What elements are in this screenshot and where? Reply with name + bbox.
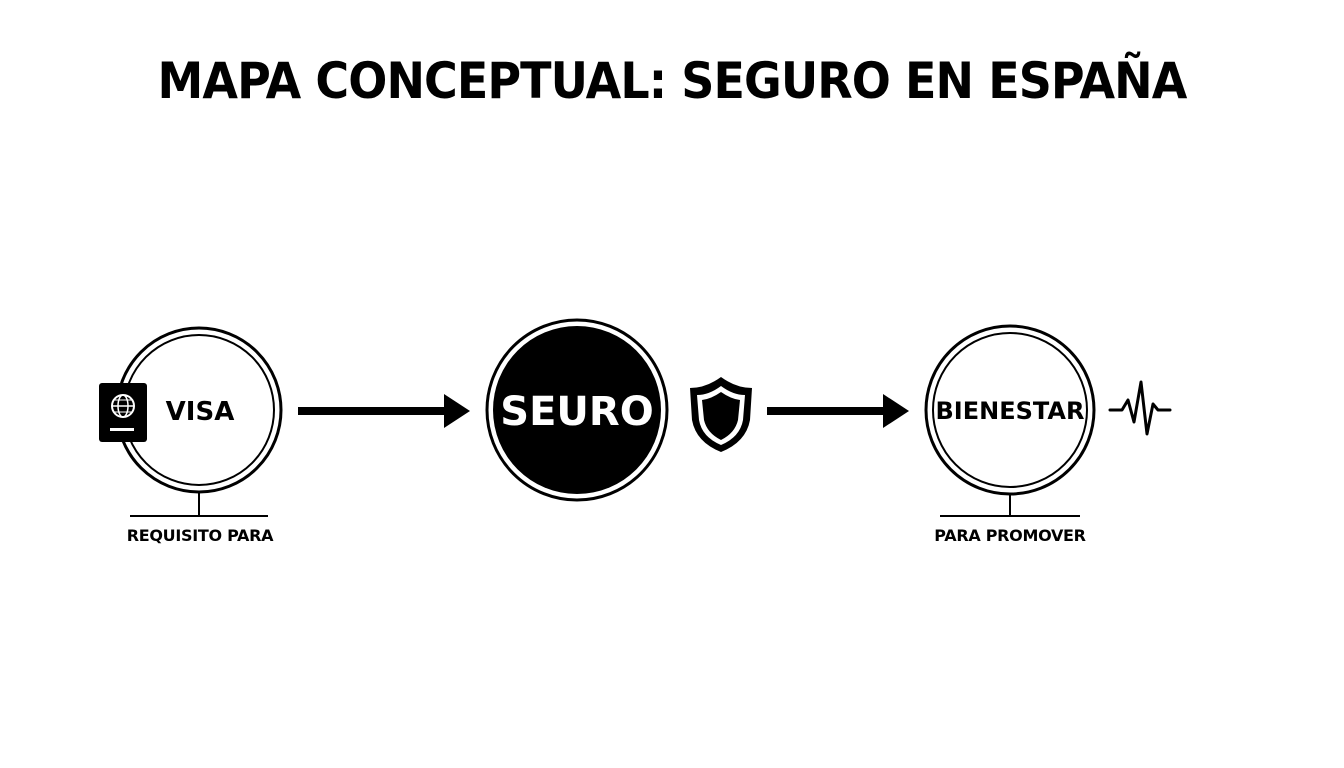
seguro-node: SEURO <box>485 318 669 502</box>
arrow-visa-to-seguro <box>298 394 470 428</box>
bienestar-node: BIENESTAR <box>924 324 1096 517</box>
visa-label: VISA <box>166 397 235 427</box>
page-title: MAPA CONCEPTUAL: SEGURO EN ESPAÑA <box>157 52 1188 110</box>
shield-icon <box>690 377 752 452</box>
passport-icon <box>99 383 147 442</box>
seguro-label: SEURO <box>500 389 653 435</box>
heartbeat-icon <box>1108 380 1172 436</box>
bienestar-label: BIENESTAR <box>936 397 1085 425</box>
arrow-seguro-to-bienestar <box>767 394 909 428</box>
bienestar-caption: PARA PROMOVER <box>934 526 1086 545</box>
visa-caption: REQUISITO PARA <box>126 526 274 545</box>
